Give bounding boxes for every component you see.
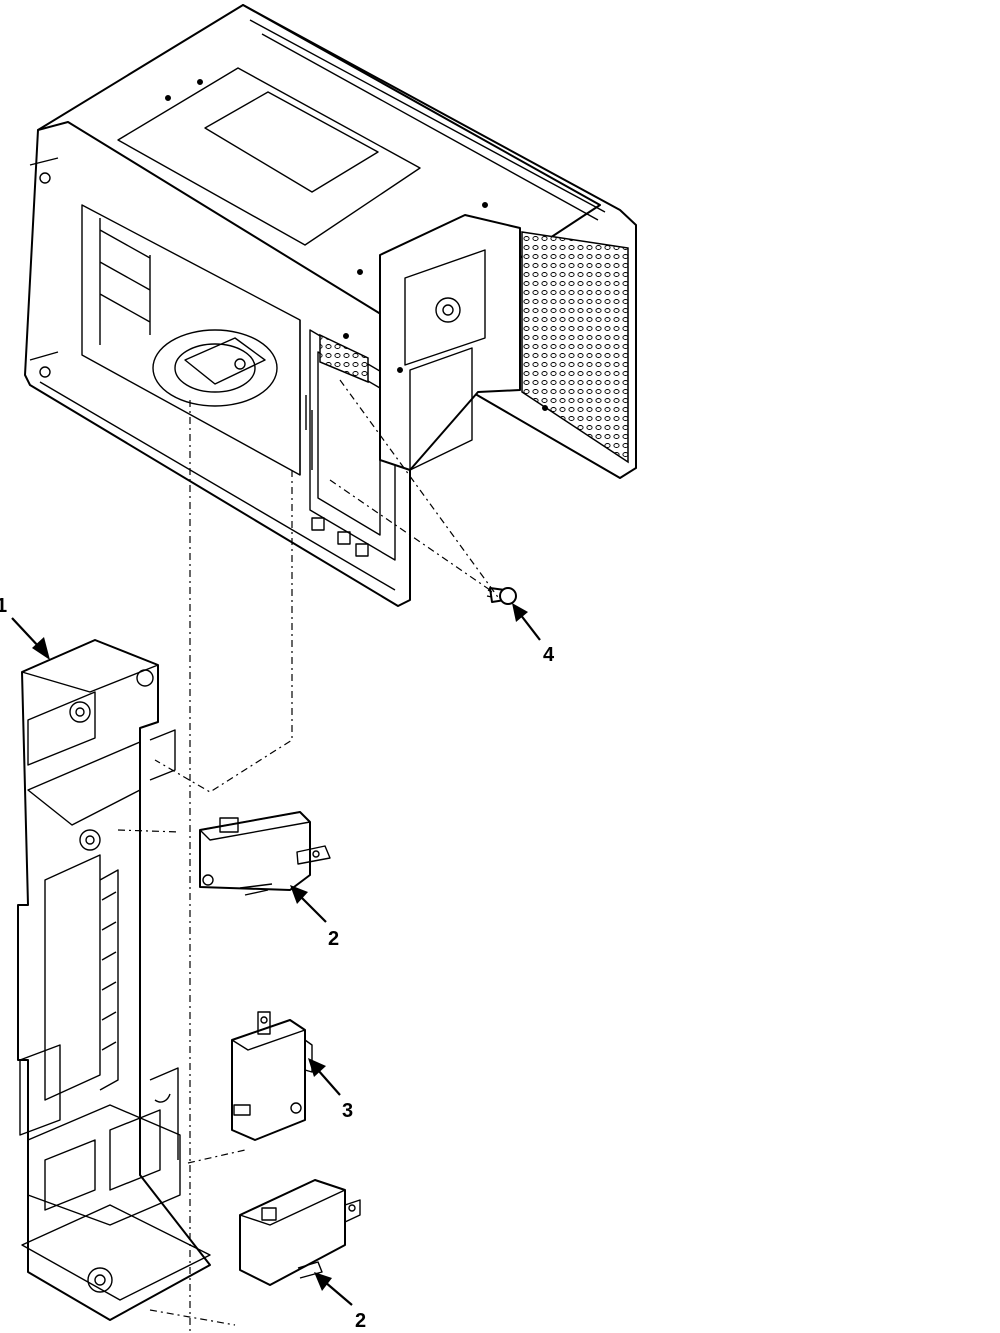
callout-2-lower: 2: [314, 1272, 366, 1332]
callout-1: 1: [0, 595, 50, 660]
latch-bracket: [17, 639, 211, 1321]
upper-interlock-switch: [199, 811, 331, 896]
monitor-switch: [231, 1011, 313, 1141]
callout-label-2-upper: 2: [328, 928, 339, 950]
mounting-screw: [486, 587, 517, 605]
microwave-cavity: [24, 4, 637, 607]
callout-label-4: 4: [543, 644, 555, 666]
lower-interlock-switch: [239, 1179, 361, 1286]
callout-label-3: 3: [342, 1100, 353, 1122]
callout-label-2-lower: 2: [355, 1310, 366, 1332]
assembly-leader-lines: [117, 379, 501, 1333]
callout-4: 4: [512, 603, 555, 666]
callout-3: 3: [308, 1058, 353, 1122]
callout-2-upper: 2: [290, 885, 339, 950]
callout-label-1: 1: [0, 595, 7, 617]
